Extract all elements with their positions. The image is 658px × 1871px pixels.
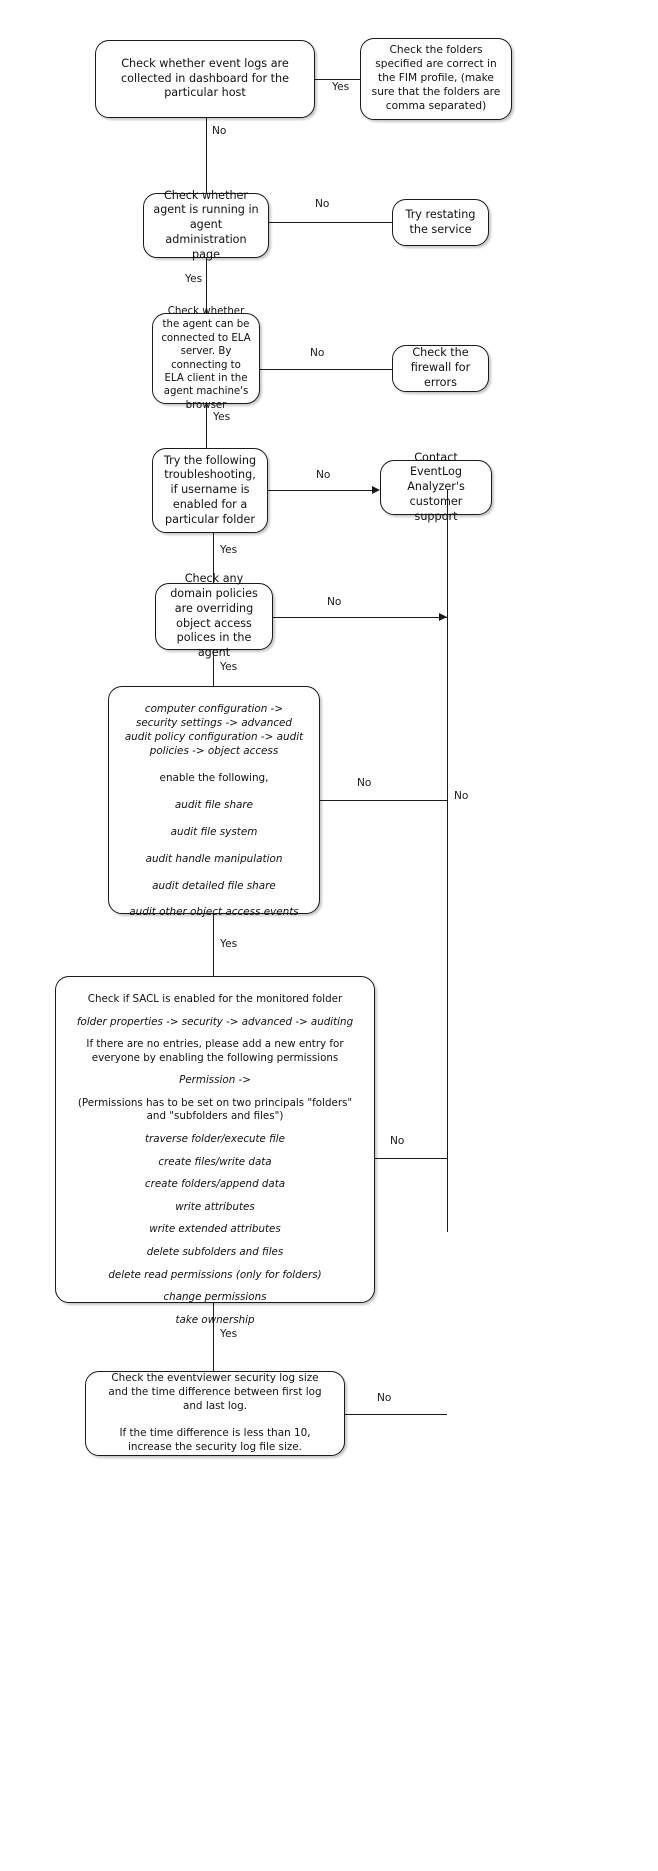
- edge-label-no-4: No: [314, 469, 333, 482]
- node-contact-support[interactable]: Contact EventLog Analyzer's customer sup…: [380, 451, 492, 523]
- edge-label-no-8: No: [375, 1392, 394, 1405]
- edge-label-yes-2: Yes: [183, 273, 205, 286]
- sacl-permission-7: change permissions: [163, 1291, 267, 1304]
- edge-label-yes-7: Yes: [218, 1328, 240, 1341]
- node-try-troubleshooting-label: Try the following troubleshooting, if us…: [163, 453, 257, 526]
- node-check-firewall[interactable]: Check the firewall for errors: [392, 345, 489, 392]
- node-sacl[interactable]: Check if SACL is enabled for the monitor…: [55, 976, 375, 1326]
- audit-policy-path: computer configuration -> security setti…: [124, 703, 304, 757]
- eventviewer-line-2: If the time difference is less than 10, …: [119, 1426, 311, 1453]
- edge-label-yes-1: Yes: [330, 81, 352, 94]
- edge-event-logs-to-fim: [315, 79, 360, 81]
- edge-label-no-6-right: No: [452, 790, 471, 803]
- node-check-agent-running[interactable]: Check whether agent is running in agent …: [143, 189, 269, 261]
- edge-domain-to-audit: [213, 650, 215, 686]
- sacl-permission-6: delete read permissions (only for folder…: [108, 1268, 322, 1281]
- node-check-firewall-label: Check the firewall for errors: [410, 346, 471, 389]
- node-audit-policy[interactable]: computer configuration -> security setti…: [108, 686, 320, 918]
- edge-sacl-to-eventviewer: [213, 1303, 215, 1371]
- node-check-domain-policies[interactable]: Check any domain policies are overriding…: [155, 572, 273, 659]
- node-check-ela-connect[interactable]: Check whether the agent can be connected…: [152, 306, 260, 411]
- edge-eventviewer-to-spine: [345, 1414, 447, 1416]
- node-check-domain-policies-label: Check any domain policies are overriding…: [170, 572, 258, 659]
- sacl-principals-note: (Permissions has to be set on two princi…: [77, 1096, 353, 1123]
- eventviewer-line-1: Check the eventviewer security log size …: [108, 1372, 322, 1413]
- edge-label-no-1: No: [210, 125, 229, 138]
- node-contact-support-label: Contact EventLog Analyzer's customer sup…: [407, 450, 465, 523]
- node-try-restarting-label: Try restating the service: [405, 207, 476, 236]
- edge-agent-to-restart: [269, 222, 392, 224]
- node-check-event-logs[interactable]: Check whether event logs are collected i…: [95, 40, 315, 118]
- sacl-permission-1: create files/write data: [158, 1155, 272, 1168]
- edge-ela-to-troubleshoot: [206, 404, 208, 448]
- edge-sacl-to-spine: [375, 1158, 447, 1160]
- edge-troubleshoot-to-support: [268, 490, 372, 492]
- edge-agent-to-ela: [206, 258, 208, 316]
- edge-label-no-3: No: [308, 347, 327, 360]
- node-try-restarting[interactable]: Try restating the service: [392, 199, 489, 246]
- edge-label-yes-5: Yes: [218, 661, 240, 674]
- sacl-note: If there are no entries, please add a ne…: [86, 1038, 344, 1064]
- edge-ela-to-firewall: [260, 369, 392, 371]
- edge-audit-to-sacl: [213, 914, 215, 976]
- sacl-permission-2: create folders/append data: [144, 1178, 286, 1191]
- node-check-folders-fim-label: Check the folders specified are correct …: [371, 44, 501, 112]
- audit-policy-item-4: audit other object access events: [129, 906, 299, 919]
- edge-label-no-2: No: [313, 198, 332, 211]
- edge-label-no-5: No: [325, 596, 344, 609]
- edge-audit-to-spine: [320, 800, 447, 802]
- sacl-permission-5: delete subfolders and files: [146, 1245, 284, 1258]
- node-check-agent-running-label: Check whether agent is running in agent …: [153, 188, 259, 261]
- sacl-permission-0: traverse folder/execute file: [144, 1133, 286, 1146]
- node-check-ela-connect-label: Check whether the agent can be connected…: [161, 305, 251, 411]
- edge-label-no-7: No: [388, 1135, 407, 1148]
- edge-domain-to-spine: [273, 617, 447, 619]
- edge-label-yes-6: Yes: [218, 938, 240, 951]
- audit-policy-item-3: audit detailed file share: [152, 879, 276, 892]
- sacl-heading: Check if SACL is enabled for the monitor…: [87, 993, 343, 1005]
- right-spine: [447, 490, 449, 1232]
- arrowhead-domain-to-spine: [439, 613, 447, 621]
- arrowhead-to-support: [372, 486, 380, 494]
- sacl-permission-label: Permission ->: [179, 1074, 251, 1087]
- audit-policy-item-1: audit file system: [170, 825, 258, 838]
- sacl-permission-8: take ownership: [175, 1313, 255, 1326]
- sacl-permission-4: write extended attributes: [149, 1223, 281, 1236]
- node-check-event-logs-label: Check whether event logs are collected i…: [121, 56, 289, 100]
- sacl-permission-3: write attributes: [175, 1200, 255, 1213]
- audit-policy-enable-heading: enable the following,: [159, 771, 269, 784]
- node-try-troubleshooting[interactable]: Try the following troubleshooting, if us…: [152, 448, 268, 533]
- edge-label-yes-4: Yes: [218, 544, 240, 557]
- edge-label-yes-3: Yes: [211, 411, 233, 424]
- sacl-path: folder properties -> security -> advance…: [76, 1015, 354, 1028]
- edge-troubleshoot-to-domain: [213, 533, 215, 583]
- edge-event-logs-to-agent: [206, 118, 208, 198]
- edge-label-no-6: No: [355, 777, 374, 790]
- node-check-eventviewer[interactable]: Check the eventviewer security log size …: [85, 1371, 345, 1456]
- node-check-folders-fim[interactable]: Check the folders specified are correct …: [360, 38, 512, 120]
- audit-policy-item-0: audit file share: [174, 798, 254, 811]
- audit-policy-item-2: audit handle manipulation: [145, 852, 283, 865]
